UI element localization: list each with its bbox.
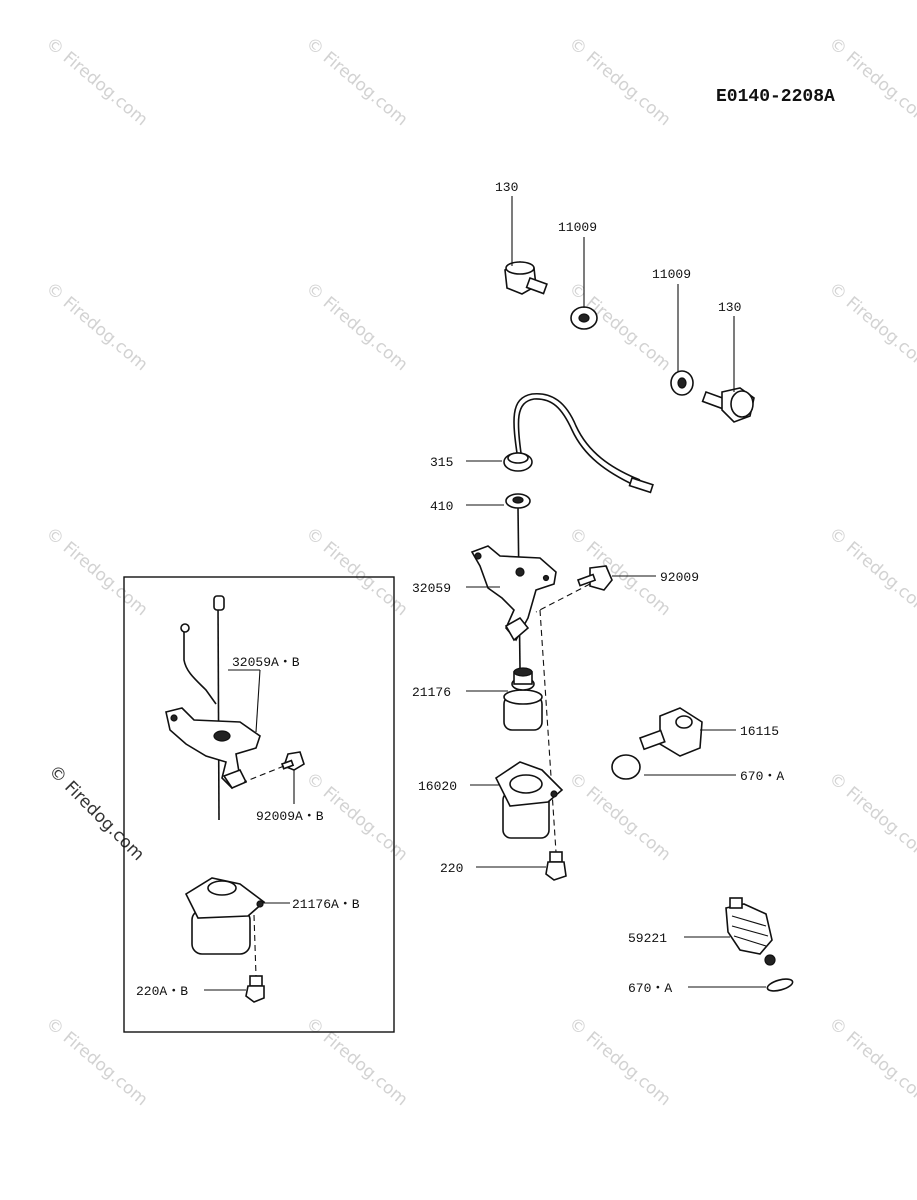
label-220: 220 (440, 861, 463, 876)
watermark: © Firedog.com (825, 524, 917, 621)
label-32059: 32059 (412, 581, 451, 596)
part-59221-plug[interactable] (725, 897, 776, 966)
part-670a-gasket-1[interactable] (611, 754, 641, 780)
part-11009-washer-top[interactable] (570, 306, 598, 330)
watermark: © Firedog.com (302, 1014, 412, 1111)
variant-inset-box (123, 576, 395, 1033)
part-670a-gasket-2[interactable] (766, 977, 794, 993)
part-220ab-screw[interactable] (245, 975, 265, 1003)
watermark: © Firedog.com (825, 1014, 917, 1111)
label-11009-top: 11009 (558, 220, 597, 235)
label-59221: 59221 (628, 931, 667, 946)
part-220-screw[interactable] (545, 851, 567, 881)
label-16115: 16115 (740, 724, 779, 739)
watermark-layer: © Firedog.com © Firedog.com © Firedog.co… (42, 34, 917, 1111)
part-16020-solenoid[interactable] (494, 761, 564, 839)
watermark: © Firedog.com (302, 279, 412, 376)
label-410: 410 (430, 499, 453, 514)
leader-92009-dash (535, 583, 591, 613)
watermark: © Firedog.com (825, 34, 917, 131)
label-92009: 92009 (660, 570, 699, 585)
part-32059ab-bracket[interactable] (165, 707, 261, 790)
label-21176ab: 21176A・B (292, 897, 360, 912)
part-16115-valve[interactable] (638, 707, 703, 757)
label-32059ab: 32059A・B (232, 655, 300, 670)
label-220ab: 220A・B (136, 984, 188, 999)
watermark: © Firedog.com (825, 769, 917, 866)
watermark: © Firedog.com (42, 279, 152, 376)
watermark: © Firedog.com (302, 524, 412, 621)
watermark-dark: © Firedog.com (44, 761, 148, 865)
part-410-washer[interactable] (505, 493, 531, 509)
label-670a-1: 670・A (740, 769, 784, 784)
label-315: 315 (430, 455, 453, 470)
part-32059-bracket[interactable] (470, 545, 557, 642)
inset-wiring (180, 595, 225, 821)
label-670a-2: 670・A (628, 981, 672, 996)
label-130-top: 130 (495, 180, 518, 195)
label-11009-right: 11009 (652, 267, 691, 282)
leader-32059ab (255, 669, 261, 733)
part-92009-screw[interactable] (576, 565, 613, 591)
screw-path-dash (539, 609, 557, 853)
watermark: © Firedog.com (565, 34, 675, 131)
label-21176: 21176 (412, 685, 451, 700)
lead-wire (513, 393, 641, 481)
wire-connector (628, 476, 654, 494)
watermark: © Firedog.com (565, 769, 675, 866)
watermark: © Firedog.com (565, 524, 675, 621)
label-92009ab: 92009A・B (256, 809, 324, 824)
part-92009ab-screw[interactable] (280, 751, 305, 771)
watermark: © Firedog.com (565, 1014, 675, 1111)
watermark: © Firedog.com (302, 34, 412, 131)
part-315-grommet[interactable] (503, 452, 533, 472)
part-21176ab-solenoid[interactable] (184, 877, 266, 955)
part-130-bolt-right[interactable] (701, 387, 755, 423)
watermark: © Firedog.com (825, 279, 917, 376)
part-130-bolt-top[interactable] (504, 261, 548, 295)
watermark: © Firedog.com (42, 34, 152, 131)
label-16020: 16020 (418, 779, 457, 794)
watermark: © Firedog.com (42, 1014, 152, 1111)
part-21176-plunger[interactable] (503, 667, 543, 731)
watermark: © Firedog.com (42, 524, 152, 621)
diagram-code: E0140-2208A (716, 87, 835, 107)
label-130-right: 130 (718, 300, 741, 315)
part-11009-washer-right[interactable] (670, 370, 694, 396)
